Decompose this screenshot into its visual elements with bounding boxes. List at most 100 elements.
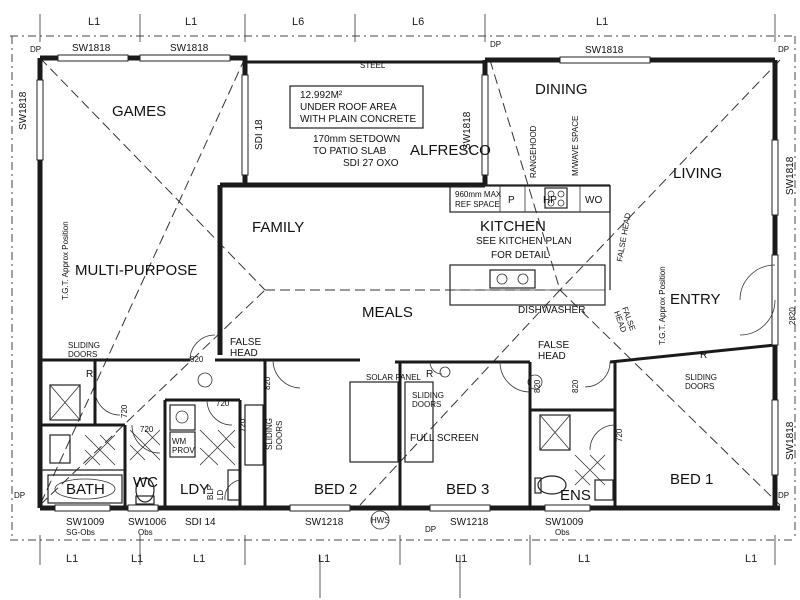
door-size: 720	[120, 404, 129, 418]
window	[36, 79, 44, 161]
sliding-doors-note: DOORS	[275, 421, 284, 450]
kitchen-benches	[449, 185, 611, 306]
room-games: GAMES	[112, 103, 166, 120]
ref-space: REF SPACE	[455, 200, 500, 209]
room-kitchen: KITCHEN	[480, 218, 546, 235]
mwave-label: M/WAVE SPACE	[571, 116, 580, 176]
grid-label: L1	[131, 553, 143, 565]
sliding-doors-note: DOORS	[68, 350, 97, 359]
window	[289, 504, 351, 512]
door-size: 720	[216, 399, 230, 408]
grid-label: L1	[578, 553, 590, 565]
false-head-note: HEAD	[230, 348, 258, 359]
robe-marker: R	[700, 350, 707, 361]
false-head-note: FALSE	[230, 337, 261, 348]
blp-label: BLP	[206, 485, 215, 500]
fixtures	[47, 366, 614, 530]
pantry-label: P	[508, 195, 515, 206]
sliding-doors-note: SLIDING	[68, 341, 100, 350]
window-label: SW1818	[72, 43, 111, 54]
sdi-note: SDI 27 OXO	[343, 158, 399, 169]
grid-label: L1	[596, 16, 608, 28]
room-living: LIVING	[673, 165, 722, 182]
alfresco-roof: UNDER ROOF AREA	[300, 102, 397, 113]
grid-label: L1	[193, 553, 205, 565]
solar-panel-note: SOLAR PANEL	[366, 373, 422, 382]
door-size: 820	[190, 355, 204, 364]
door-size: 720	[615, 428, 624, 442]
grid-label: L1	[185, 16, 197, 28]
downpipe-marker: DP	[778, 45, 789, 54]
window-label: SW1818	[785, 156, 796, 195]
full-screen-note: FULL SCREEN	[410, 433, 479, 444]
laundry-labels: WM PROV BLP LD	[172, 437, 225, 500]
room-family: FAMILY	[252, 219, 304, 236]
robe-marker: R	[426, 369, 433, 380]
window	[771, 399, 779, 476]
window-label: SW1009	[545, 517, 584, 528]
room-bed2: BED 2	[314, 481, 357, 498]
window	[54, 504, 111, 512]
room-ens: ENS	[560, 487, 591, 504]
grid-label: L1	[455, 553, 467, 565]
door-size: 820	[263, 376, 272, 390]
door-size: 820	[533, 379, 542, 393]
interior-walls	[40, 184, 776, 508]
downpipe-marker: DP	[30, 45, 41, 54]
patio-slab-note: TO PATIO SLAB	[313, 146, 387, 157]
room-entry: ENTRY	[670, 291, 721, 308]
grid-label: L1	[66, 553, 78, 565]
grid-label: L6	[292, 16, 304, 28]
downpipe-marker: DP	[425, 525, 436, 534]
hotplate-label: HP	[543, 195, 557, 206]
window-label: SW1009	[66, 517, 105, 528]
room-multi-purpose: MULTI-PURPOSE	[75, 262, 197, 279]
grid-labels-top: L1 L1 L6 L6 L1	[88, 16, 608, 28]
window-label: SW1818	[18, 91, 29, 130]
window-labels: SW1818 SW1818 SW1818 SW1818 SW1818 SW181…	[18, 43, 796, 537]
room-meals: MEALS	[362, 304, 413, 321]
alfresco-area: 12.992M²	[300, 90, 343, 101]
sliding-doors-note: SLIDING	[685, 373, 717, 382]
window	[127, 504, 159, 512]
steel-note: STEEL	[360, 61, 386, 70]
false-head-note: HEAD	[538, 351, 566, 362]
dishwasher-label: DISHWASHER	[518, 305, 585, 316]
washing-machine-prov: PROV	[172, 446, 195, 455]
wet-area-hatching	[84, 429, 606, 486]
setdown-note: 170mm SETDOWN	[313, 134, 400, 145]
room-dining: DINING	[535, 81, 588, 98]
window-label: SDI 14	[185, 517, 216, 528]
grid-label: L1	[318, 553, 330, 565]
door-swings	[94, 264, 776, 501]
grid-lines	[10, 14, 796, 598]
window-note: Obs	[555, 528, 570, 537]
door-size: 720	[140, 425, 154, 434]
downpipe-marker: DP	[778, 491, 789, 500]
rangehood-label: RANGEHOOD	[529, 125, 538, 178]
door-sizes: 820 820 820 820 720 720 720 720 720	[120, 355, 624, 442]
grid-label: L6	[412, 16, 424, 28]
room-alfresco: ALFRESCO	[410, 142, 491, 159]
downpipe-marker: DP	[490, 40, 501, 49]
window	[139, 54, 231, 62]
window	[429, 504, 491, 512]
wall-oven-label: WO	[585, 195, 602, 206]
window-label: SW1218	[450, 517, 489, 528]
kitchen-detail-note: FOR DETAIL	[491, 250, 550, 261]
window	[57, 54, 129, 62]
window	[559, 56, 651, 64]
alfresco-concrete: WITH PLAIN CONCRETE	[300, 114, 416, 125]
tgt-note-left: T.G.T. Approx Position	[61, 221, 70, 300]
false-head-kitchen: FALSE HEAD	[615, 212, 632, 262]
ld-label: LD	[216, 490, 225, 500]
door-size: 720	[238, 418, 247, 432]
false-head-note: FALSE	[538, 340, 569, 351]
washing-machine-label: WM	[172, 437, 187, 446]
window	[481, 74, 489, 176]
room-bed3: BED 3	[446, 481, 489, 498]
sliding-doors-note: SLIDING	[412, 391, 444, 400]
hws-note: HWS	[371, 516, 390, 525]
room-bath: BATH	[66, 481, 105, 498]
